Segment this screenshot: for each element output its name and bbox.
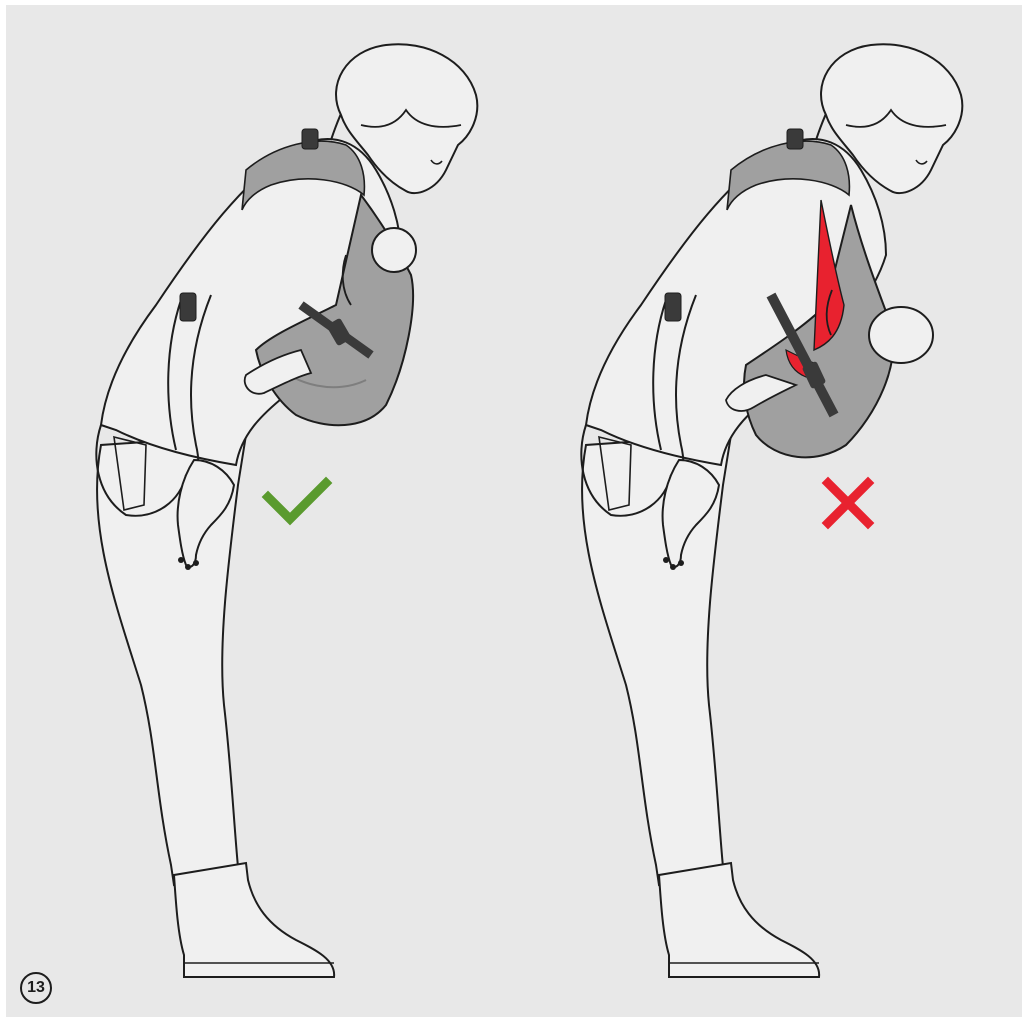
- illustration-svg: [6, 5, 1022, 1017]
- step-number-badge: 13: [20, 972, 52, 1004]
- illustration-panel: 13: [6, 5, 1022, 1017]
- checkmark-icon: [268, 483, 326, 519]
- step-number: 13: [27, 979, 45, 997]
- figure-incorrect: [581, 44, 962, 977]
- cross-icon: [828, 483, 868, 523]
